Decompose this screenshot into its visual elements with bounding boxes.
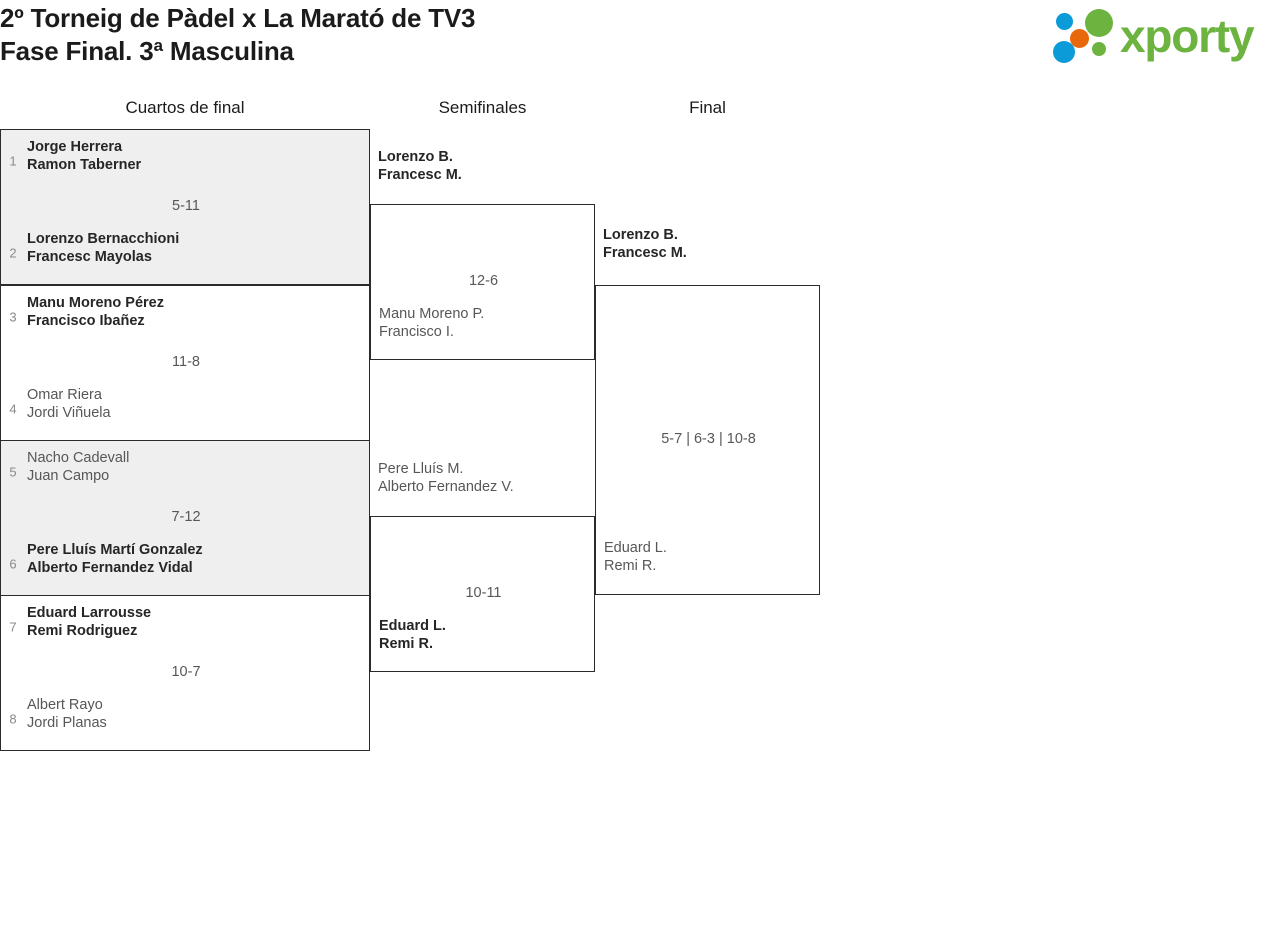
seed-number: 2	[9, 245, 17, 261]
player-name: Jordi Viñuela	[27, 405, 111, 421]
player-name: Albert Rayo	[27, 697, 103, 713]
player-name: Pere Lluís M.	[378, 461, 464, 477]
seed-number: 6	[9, 556, 17, 572]
semifinal-1-advancing-team[interactable]: Lorenzo B. Francesc M.	[378, 148, 462, 184]
match-qf2-team-top[interactable]: 3 Manu Moreno Pérez Francisco Ibañez	[1, 294, 369, 340]
match-quarterfinal-1[interactable]: 1 Jorge Herrera Ramon Taberner 5-11 2 Lo…	[0, 129, 370, 285]
player-name: Francisco Ibañez	[27, 313, 145, 329]
match-quarterfinal-3[interactable]: 5 Nacho Cadevall Juan Campo 7-12 6 Pere …	[0, 440, 370, 596]
match-quarterfinal-4[interactable]: 7 Eduard Larrousse Remi Rodriguez 10-7 8…	[0, 595, 370, 751]
match-score: 5-11	[172, 198, 200, 214]
match-semifinal-1[interactable]: 12-6 Manu Moreno P. Francisco I.	[370, 204, 595, 360]
player-name: Nacho Cadevall	[27, 450, 130, 466]
player-name: Eduard L.	[379, 618, 446, 634]
match-qf3-team-top[interactable]: 5 Nacho Cadevall Juan Campo	[1, 449, 369, 495]
match-qf3-team-bottom[interactable]: 6 Pere Lluís Martí Gonzalez Alberto Fern…	[1, 541, 369, 587]
title-line-2: Fase Final. 3ª Masculina	[0, 36, 294, 66]
match-qf1-team-bottom[interactable]: 2 Lorenzo Bernacchioni Francesc Mayolas	[1, 230, 369, 276]
player-name: Francesc Mayolas	[27, 249, 152, 265]
seed-number: 1	[9, 153, 17, 169]
player-name: Francesc M.	[378, 167, 462, 183]
match-score: 10-7	[171, 664, 201, 680]
seed-number: 8	[9, 711, 17, 727]
seed-number: 5	[9, 464, 17, 480]
match-semifinal-2[interactable]: 10-11 Eduard L. Remi R.	[370, 516, 595, 672]
seed-number: 7	[9, 619, 17, 635]
logo-dot-blue-top	[1056, 13, 1073, 30]
seed-number: 3	[9, 309, 17, 325]
player-name: Jorge Herrera	[27, 139, 123, 155]
player-name: Eduard L.	[604, 540, 667, 556]
logo-dots-icon	[1052, 9, 1124, 65]
semifinal-2-upper-team[interactable]: Pere Lluís M. Alberto Fernandez V.	[378, 460, 514, 496]
player-name: Manu Moreno P.	[379, 306, 485, 322]
match-qf4-team-top[interactable]: 7 Eduard Larrousse Remi Rodriguez	[1, 604, 369, 650]
match-qf4-team-bottom[interactable]: 8 Albert Rayo Jordi Planas	[1, 696, 369, 742]
player-name: Juan Campo	[27, 468, 110, 484]
player-name: Alberto Fernandez Vidal	[27, 560, 193, 576]
match-final[interactable]: 5-7 | 6-3 | 10-8 Eduard L. Remi R.	[595, 285, 820, 595]
tournament-champion[interactable]: Lorenzo B. Francesc M.	[603, 226, 687, 262]
player-name: Omar Riera	[27, 387, 102, 403]
player-name: Lorenzo B.	[378, 149, 453, 165]
player-name: Manu Moreno Pérez	[27, 295, 164, 311]
round-header-quarterfinals: Cuartos de final	[125, 98, 245, 117]
player-name: Ramon Taberner	[27, 157, 142, 173]
player-name: Alberto Fernandez V.	[378, 479, 514, 495]
player-name: Jordi Planas	[27, 715, 107, 731]
player-name: Remi R.	[379, 636, 433, 652]
match-qf1-team-top[interactable]: 1 Jorge Herrera Ramon Taberner	[1, 138, 369, 184]
match-sf1-team-bottom[interactable]: Manu Moreno P. Francisco I.	[379, 305, 484, 341]
match-final-team-bottom[interactable]: Eduard L. Remi R.	[604, 539, 667, 575]
player-name: Francesc M.	[603, 245, 687, 261]
round-header-final: Final	[689, 98, 726, 117]
player-name: Pere Lluís Martí Gonzalez	[27, 542, 203, 558]
xporty-logo[interactable]: xporty	[1052, 6, 1276, 68]
logo-dot-blue-bottom	[1053, 41, 1075, 63]
logo-dot-green-large	[1085, 9, 1113, 37]
match-score: 12-6	[468, 273, 499, 289]
round-header-semifinals: Semifinales	[438, 98, 527, 117]
page-header: 2º Torneig de Pàdel x La Marató de TV3 F…	[0, 0, 1280, 90]
player-name: Remi R.	[604, 558, 657, 574]
player-name: Lorenzo B.	[603, 227, 678, 243]
player-name: Eduard Larrousse	[27, 605, 152, 621]
player-name: Francisco I.	[379, 324, 454, 340]
player-name: Lorenzo Bernacchioni	[27, 231, 180, 247]
tournament-title: 2º Torneig de Pàdel x La Marató de TV3 F…	[0, 2, 476, 68]
match-score: 10-11	[465, 585, 502, 601]
seed-number: 4	[9, 401, 17, 417]
match-score: 11-8	[172, 354, 200, 370]
logo-dot-green-small	[1092, 42, 1106, 56]
match-quarterfinal-2[interactable]: 3 Manu Moreno Pérez Francisco Ibañez 11-…	[0, 285, 370, 441]
match-sf2-team-bottom[interactable]: Eduard L. Remi R.	[379, 617, 446, 653]
match-qf2-team-bottom[interactable]: 4 Omar Riera Jordi Viñuela	[1, 386, 369, 432]
player-name: Remi Rodriguez	[27, 623, 138, 639]
match-score: 7-12	[171, 509, 201, 525]
logo-wordmark: xporty	[1120, 10, 1255, 62]
match-score: 5-7 | 6-3 | 10-8	[661, 431, 756, 447]
logo-dot-orange	[1070, 29, 1089, 48]
title-line-1: 2º Torneig de Pàdel x La Marató de TV3	[0, 3, 476, 33]
